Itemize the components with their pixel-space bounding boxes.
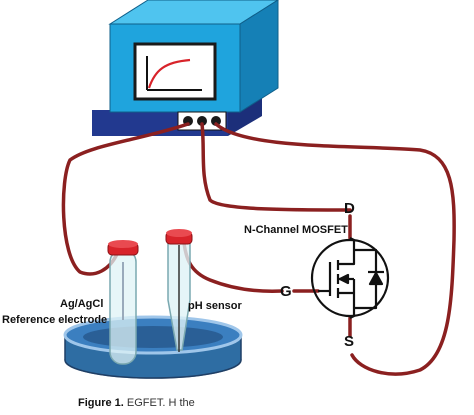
reference-label-line2: Reference electrode (2, 314, 108, 326)
solution-dish (63, 315, 243, 379)
wire-reference (61, 122, 190, 276)
reference-label-line1: Ag/AgCl (60, 298, 104, 310)
response-curve-icon (133, 42, 217, 101)
mosfet-symbol (310, 237, 390, 319)
ph-sensor-electrode (165, 229, 193, 352)
gate-label: G (280, 283, 292, 300)
wire-source (214, 122, 456, 376)
connector-port-icon (177, 111, 227, 131)
drain-label: D (344, 200, 355, 217)
source-label: S (344, 333, 355, 350)
ph-sensor-label: pH sensor (188, 300, 242, 312)
caption-text: EGFET. H the (126, 397, 195, 409)
mosfet-label: N-Channel MOSFET (244, 224, 348, 236)
wire-gate (182, 241, 284, 293)
measurement-instrument (92, 0, 279, 136)
reference-electrode (107, 240, 139, 365)
wire-drain (200, 122, 352, 212)
figure-caption: Figure 1. EGFET. H the (78, 397, 195, 409)
caption-prefix: Figure 1. (78, 397, 124, 409)
